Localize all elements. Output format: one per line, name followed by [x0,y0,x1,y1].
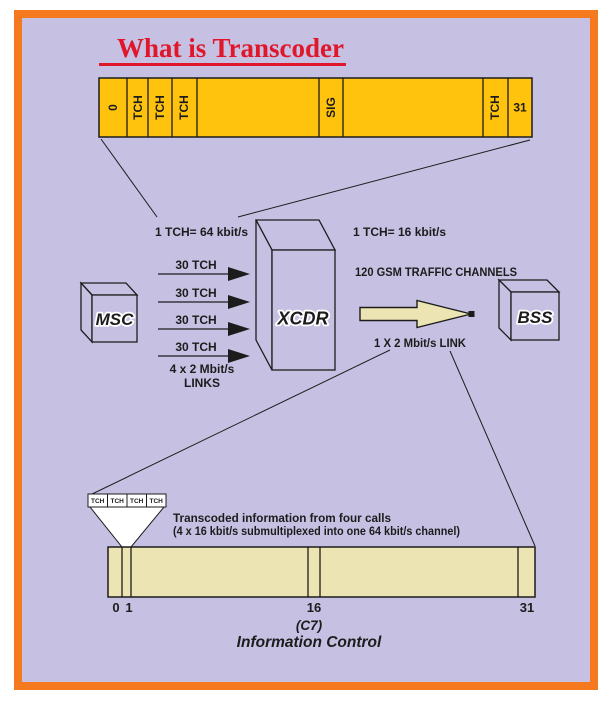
bss-label: BSS [518,308,554,327]
slot-label-0: 0 [106,104,120,111]
slot-label-tch-1: TCH [131,95,145,120]
submux-note-line2: (4 x 16 kbit/s submultiplexed into one 6… [173,526,460,538]
output-link-caption-top: 120 GSM TRAFFIC CHANNELS [355,265,517,279]
tick-1: 1 [125,600,132,615]
big-output-arrow [359,299,475,329]
submux-tch-strip: TCH TCH TCH TCH [87,493,167,548]
arrow-30tch-2: 30 TCH [158,286,250,309]
msc-label: MSC [96,310,135,329]
arrow-30tch-1-label: 30 TCH [175,258,216,272]
top-timeslot-bar: 0 TCH TCH TCH SIG TCH 31 [98,77,533,138]
arrow-30tch-4: 30 TCH [158,340,250,363]
rate-16kbit-label: 1 TCH= 16 kbit/s [353,225,446,239]
tick-0: 0 [112,600,119,615]
submux-tch-1: TCH [91,498,105,505]
submux-tch-3: TCH [130,498,144,505]
bss-box: BSS [497,278,561,342]
submux-note-line1: Transcoded information from four calls [173,513,391,525]
bottom-timeslot-bar: 0 1 16 31 [107,546,536,615]
tick-16: 16 [307,600,321,615]
input-links-caption-line1: 4 x 2 Mbit/s [170,362,235,376]
slot-label-tch-2: TCH [153,95,167,120]
submux-tch-2: TCH [111,498,125,505]
input-link-arrows: 30 TCH 30 TCH 30 TCH 30 TCH 4 x 2 Mbit/s… [158,258,250,390]
xcdr-box: XCDR [254,219,337,371]
connector-topbar-right [237,139,531,218]
information-control-caption: Information Control [237,634,382,651]
xcdr-label: XCDR [276,308,328,328]
rate-64kbit-label: 1 TCH= 64 kbit/s [155,225,248,239]
arrow-30tch-4-label: 30 TCH [175,340,216,354]
output-link-caption-bottom: 1 X 2 Mbit/s LINK [374,336,466,350]
msc-box: MSC [79,281,139,344]
connector-bottombar-left [89,349,391,496]
arrow-30tch-1: 30 TCH [158,258,250,281]
connector-topbar-left [100,138,158,218]
input-links-caption-line2: LINKS [184,376,220,390]
page-title: What is Transcoder [117,33,344,63]
connector-bottombar-right [449,350,536,547]
arrow-30tch-3: 30 TCH [158,313,250,336]
slot-label-tch-3: TCH [177,95,191,120]
slot-label-tch-4: TCH [488,95,502,120]
arrow-30tch-3-label: 30 TCH [175,313,216,327]
slot-label-sig: SIG [324,97,338,118]
slot-label-31: 31 [513,101,527,115]
arrow-30tch-2-label: 30 TCH [175,286,216,300]
tick-31: 31 [520,600,534,615]
c7-caption: (C7) [296,618,323,633]
submux-tch-4: TCH [150,498,164,505]
